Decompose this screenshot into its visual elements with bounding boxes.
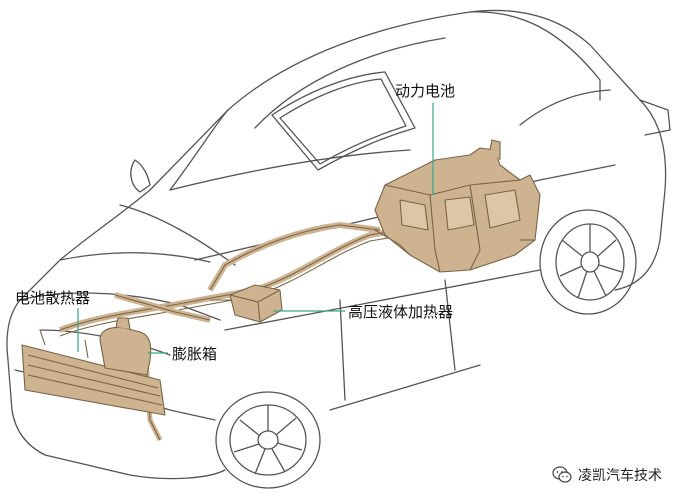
watermark: 凌凯汽车技术 — [552, 465, 662, 485]
watermark-text: 凌凯汽车技术 — [578, 465, 662, 485]
power-battery-pack — [375, 140, 540, 272]
label-hv-liquid-heater: 高压液体加热器 — [348, 303, 453, 321]
label-power-battery: 动力电池 — [395, 82, 455, 100]
wechat-icon — [552, 466, 572, 484]
car-body — [7, 10, 670, 478]
front-wheel — [216, 392, 320, 488]
expansion-tank — [100, 318, 151, 375]
label-battery-radiator: 电池散热器 — [15, 289, 90, 307]
hv-liquid-heater — [210, 285, 282, 322]
label-expansion-tank: 膨胀箱 — [172, 345, 217, 363]
rear-wheel — [540, 210, 636, 314]
